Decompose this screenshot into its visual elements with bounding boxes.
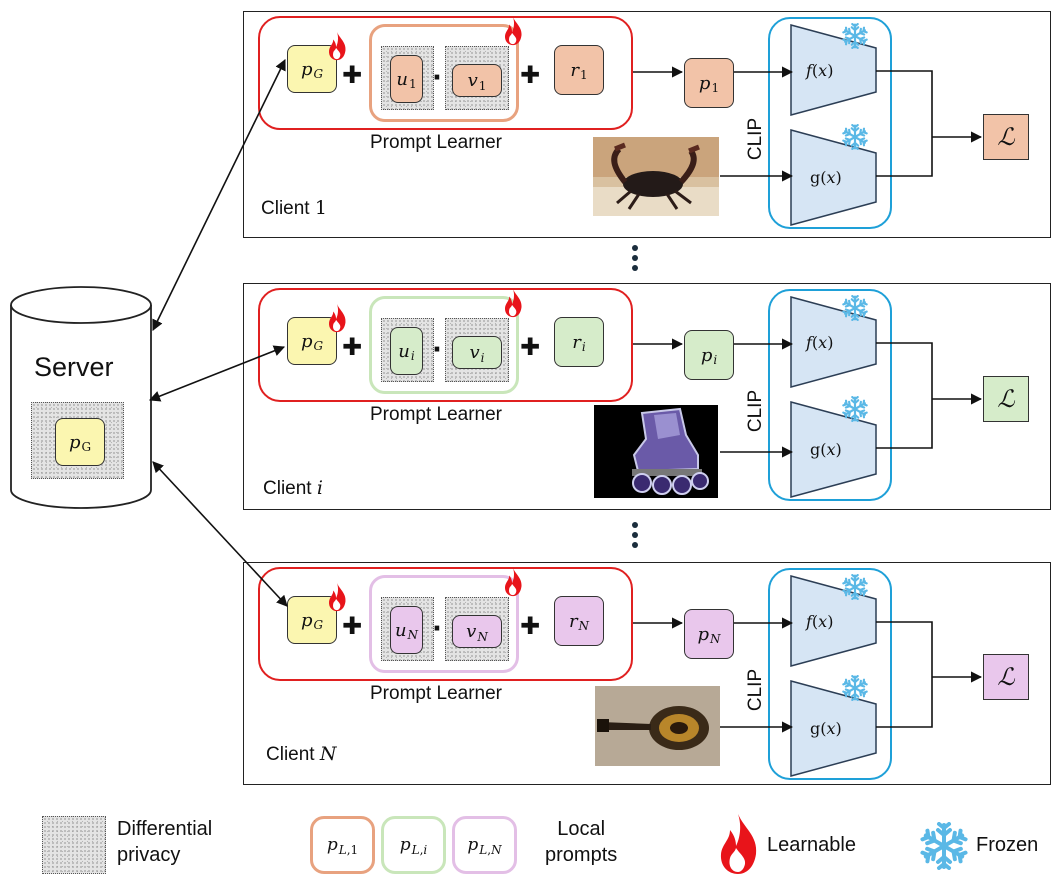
text-encoder-label-i: f(x): [806, 333, 834, 352]
dot-operator: ·: [432, 63, 442, 93]
plus-icon: ✚: [520, 61, 541, 89]
prompt-learner-label-i: Prompt Learner: [370, 404, 503, 425]
clip-label-i: CLIP: [745, 389, 766, 433]
frozen-snowflake-icon: [842, 396, 868, 426]
legend-local-text: Local prompts: [545, 818, 618, 866]
frozen-snowflake-icon: [842, 23, 868, 53]
text-encoder-label-1: f(x): [806, 61, 834, 80]
image-encoder-i: [790, 401, 877, 502]
learnable-flame-icon: [503, 288, 523, 322]
frozen-snowflake-icon: [842, 124, 868, 154]
image-encoder-label-n: g(x): [810, 719, 842, 738]
legend-dp-text: Differential privacy: [117, 818, 213, 866]
frozen-snowflake-icon: [842, 295, 868, 325]
image-encoder-n: [790, 680, 877, 781]
plus-icon: ✚: [342, 612, 363, 640]
legend-snowflake-icon: [920, 822, 968, 874]
loss-box-i: ℒ: [983, 376, 1029, 422]
plus-icon: ✚: [520, 333, 541, 361]
photo-crab: [593, 137, 719, 216]
plus-icon: ✚: [342, 61, 363, 89]
clip-label-1: CLIP: [745, 117, 766, 161]
client-label-n: Client N: [266, 743, 337, 765]
loss-box-1: ℒ: [983, 114, 1029, 160]
plus-icon: ✚: [342, 333, 363, 361]
learnable-flame-icon: [503, 16, 523, 50]
legend-frozen-text: Frozen: [976, 834, 1039, 856]
prompt-learner-box-n: [258, 567, 633, 681]
server-label: Server: [34, 352, 114, 382]
legend-flame-icon: [718, 812, 758, 880]
learnable-flame-icon: [327, 31, 347, 65]
local-prompt-outline-n: [369, 575, 519, 673]
ellipsis-dots-2: [632, 522, 638, 552]
learnable-flame-icon: [327, 582, 347, 616]
dot-operator: ·: [432, 335, 442, 365]
legend-dp-swatch: [42, 816, 106, 874]
prompt-learner-box-i: [258, 288, 633, 402]
client-label-i: Client i: [263, 477, 323, 499]
learnable-flame-icon: [327, 303, 347, 337]
client-label-1: Client 1: [261, 197, 327, 219]
frozen-snowflake-icon: [842, 574, 868, 604]
learnable-flame-icon: [503, 567, 523, 601]
image-encoder-label-i: g(x): [810, 440, 842, 459]
legend-learnable-text: Learnable: [767, 834, 856, 856]
ellipsis-dots-1: [632, 245, 638, 275]
plus-icon: ✚: [520, 612, 541, 640]
prompt-learner-label-n: Prompt Learner: [370, 683, 503, 704]
prompt-learner-label-1: Prompt Learner: [370, 132, 503, 153]
text-encoder-label-n: f(x): [806, 612, 834, 631]
image-encoder-label-1: g(x): [810, 168, 842, 187]
frozen-snowflake-icon: [842, 675, 868, 705]
clip-label-n: CLIP: [745, 668, 766, 712]
local-prompt-outline-1: [369, 24, 519, 122]
photo-mandolin: [595, 686, 720, 766]
photo-rollerblade: [594, 405, 718, 498]
image-encoder-1: [790, 129, 877, 230]
loss-box-n: ℒ: [983, 654, 1029, 700]
dot-operator: ·: [432, 614, 442, 644]
local-prompt-outline-i: [369, 296, 519, 394]
